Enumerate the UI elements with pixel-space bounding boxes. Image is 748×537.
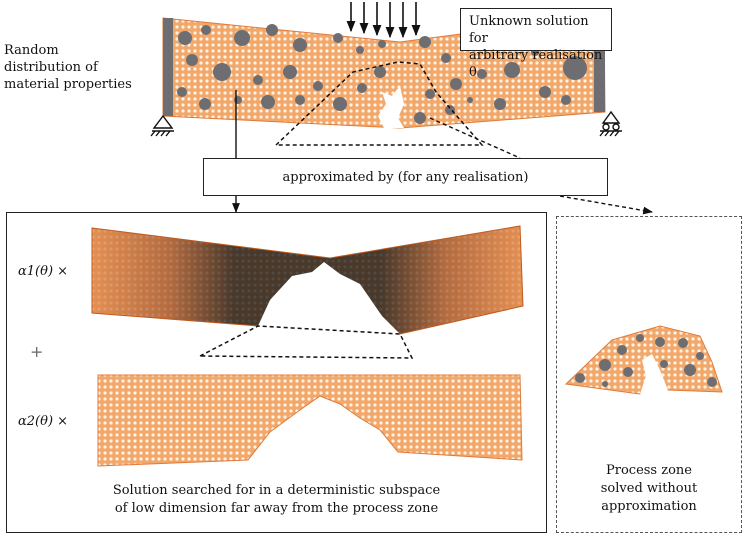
alpha1-label: α1(θ) ×: [18, 264, 69, 279]
process-zone-outline-top: [274, 61, 484, 146]
solution-searched-label: Solution searched for in a deterministic…: [112, 483, 441, 516]
roller-support-icon: [599, 110, 622, 137]
process-zone-patch: [564, 325, 723, 395]
mode2-beam: [97, 374, 523, 467]
pin-support-icon: [150, 114, 174, 137]
alpha2-label: α2(θ) ×: [18, 414, 69, 429]
random-distribution-label: Random distribution of material properti…: [4, 43, 132, 92]
process-zone-label: Process zone solved without approximatio…: [600, 463, 698, 514]
approximated-by-box: approximated by (for any realisation): [203, 158, 608, 196]
plus-sign: +: [30, 342, 44, 361]
subspace-panel: [6, 212, 547, 533]
process-zone-panel: [556, 216, 742, 533]
unknown-solution-box: Unknown solution for arbitrary realisati…: [460, 8, 612, 80]
load-arrows-icon: [346, 2, 421, 39]
mode1-beam: [91, 225, 524, 335]
crack-icon: [378, 86, 404, 128]
process-zone-outline-mode1: [199, 325, 414, 359]
material-inclusions: [163, 15, 605, 124]
